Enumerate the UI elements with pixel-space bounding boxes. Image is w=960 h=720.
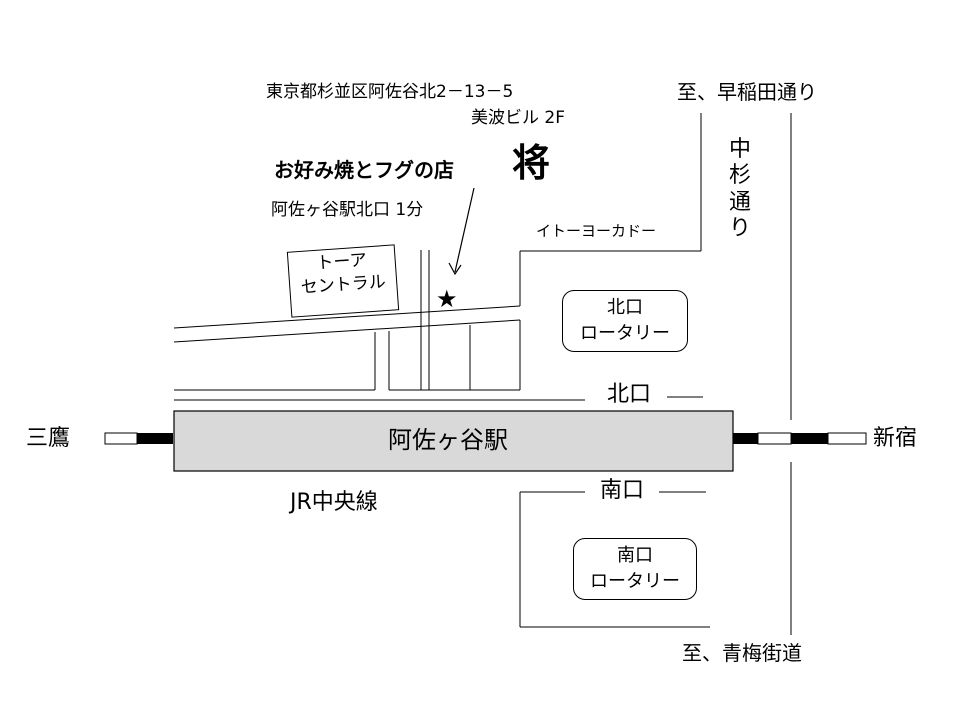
south-exit-label: 南口	[600, 478, 645, 503]
rail-segment-black	[137, 433, 173, 444]
to-ome-label: 至、青梅街道	[682, 641, 802, 665]
road-north-edge	[173, 319, 521, 343]
road-north-edge	[173, 305, 521, 329]
shop-tagline: お好み焼とフグの店	[274, 158, 454, 182]
station-building	[173, 410, 734, 472]
rail-segment-white	[827, 432, 867, 445]
arrow-head-icon	[448, 262, 462, 276]
address-building: 美波ビル 2F	[471, 108, 565, 128]
nakasugi-street-label: 中 杉 通 り	[728, 137, 751, 242]
rail-segment-black	[791, 433, 828, 444]
south-rotary: 南口 ロータリー	[573, 538, 697, 600]
toa-central-building: トーア セントラル	[286, 244, 400, 318]
address-line: 東京都杉並区阿佐谷北2－13－5	[266, 82, 514, 102]
south-rotary-label: ロータリー	[590, 571, 680, 593]
south-rotary-label: 南口	[617, 545, 653, 566]
ito-yokado-label: イトーヨーカドー	[536, 222, 657, 240]
rail-segment-white	[757, 432, 792, 445]
north-rotary-label: 北口	[607, 297, 643, 318]
shop-name: 将	[512, 140, 551, 185]
north-rotary-label: ロータリー	[580, 323, 670, 345]
station-name: 阿佐ヶ谷駅	[388, 426, 508, 454]
north-exit-label: 北口	[607, 382, 652, 407]
rail-segment-white	[104, 432, 138, 445]
jr-line-label: JR中央線	[290, 490, 378, 515]
east-direction-label: 新宿	[873, 426, 918, 451]
rail-segment-black	[733, 433, 758, 444]
north-rotary: 北口 ロータリー	[562, 290, 688, 352]
to-waseda-label: 至、早稲田通り	[677, 80, 817, 104]
shop-pointer-arrow	[454, 187, 475, 273]
shop-access: 阿佐ヶ谷駅北口 1分	[271, 200, 424, 220]
west-direction-label: 三鷹	[26, 426, 71, 451]
shop-location-marker: ★	[436, 285, 458, 313]
